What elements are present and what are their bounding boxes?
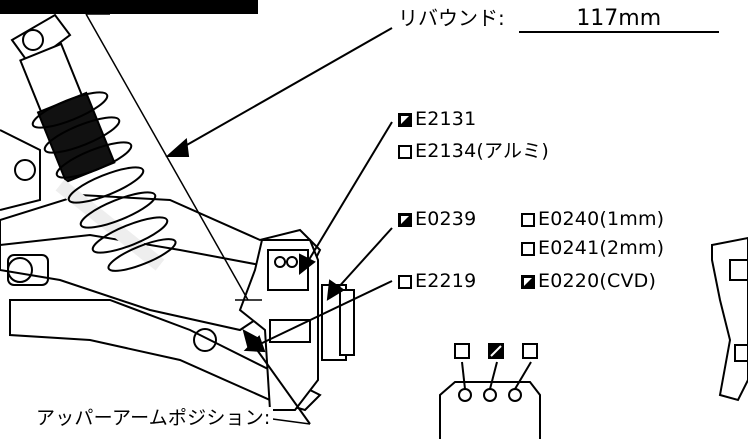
upper-arm-position-label: アッパーアームポジション: [34, 407, 273, 429]
option-e2131-label: E2131 [415, 108, 477, 130]
checked-checkbox-icon[interactable] [398, 213, 412, 227]
header-bar [0, 0, 258, 14]
option-e2219-label: E2219 [415, 270, 477, 292]
rebound-value: 117mm [518, 7, 719, 33]
option-e0220-label: E0220(CVD) [538, 270, 657, 292]
rebound-row: リバウンド: 117mm [398, 6, 719, 33]
option-e0240[interactable]: E0240(1mm) [521, 208, 664, 230]
checkbox-icon[interactable] [521, 242, 535, 256]
option-e0220[interactable]: E0220(CVD) [521, 270, 656, 292]
option-e2131[interactable]: E2131 [398, 108, 476, 130]
option-e0239[interactable]: E0239 [398, 208, 476, 230]
option-e2219[interactable]: E2219 [398, 270, 476, 292]
checkbox-icon[interactable] [521, 213, 535, 227]
option-e2134[interactable]: E2134(アルミ) [398, 140, 549, 162]
option-e0240-label: E0240(1mm) [538, 208, 665, 230]
rebound-label: リバウンド: [398, 6, 505, 30]
checked-checkbox-icon[interactable] [398, 113, 412, 127]
option-e0241[interactable]: E0241(2mm) [521, 237, 664, 259]
option-e0239-label: E0239 [415, 208, 477, 230]
checkbox-icon[interactable] [398, 275, 412, 289]
checked-checkbox-icon[interactable] [521, 275, 535, 289]
option-e2134-label: E2134(アルミ) [415, 140, 549, 162]
option-e0241-label: E0241(2mm) [538, 237, 665, 259]
checkbox-icon[interactable] [398, 145, 412, 159]
